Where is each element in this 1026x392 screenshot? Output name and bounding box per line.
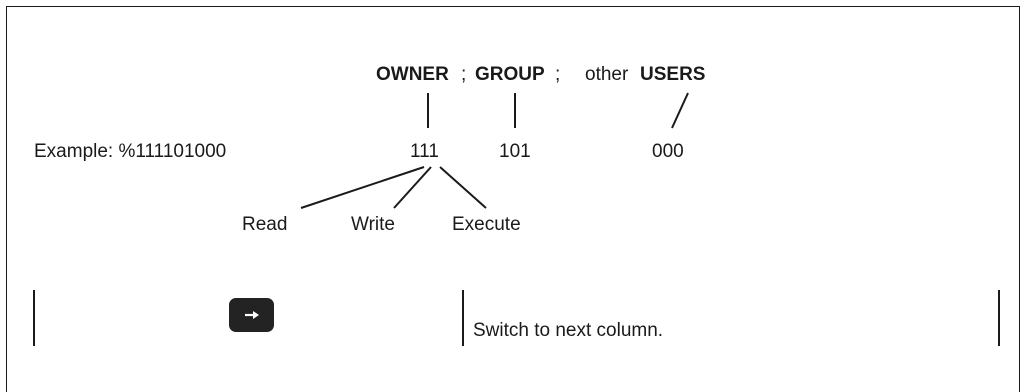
- row-left-border: [33, 290, 35, 346]
- write-label: Write: [351, 214, 395, 235]
- group-label: GROUP: [475, 64, 545, 85]
- other-prefix: other: [585, 64, 629, 85]
- group-bits: 101: [499, 141, 531, 162]
- read-label: Read: [242, 214, 288, 235]
- permission-heading: OWNER ; GROUP ; other USERS: [0, 64, 1026, 86]
- owner-label: OWNER: [376, 64, 449, 85]
- execute-label: Execute: [452, 214, 521, 235]
- row-description: Switch to next column.: [473, 320, 664, 341]
- users-connector: [671, 92, 689, 129]
- diagram-frame: [6, 6, 1020, 392]
- row-middle-border: [462, 290, 464, 346]
- arrow-glyph: [244, 311, 259, 319]
- owner-bits: 111: [410, 141, 439, 162]
- owner-separator: ;: [461, 64, 467, 85]
- read-connector: [300, 166, 425, 209]
- users-label: USERS: [640, 64, 706, 85]
- execute-connector: [439, 166, 487, 209]
- example-label: Example: %111101000: [34, 141, 227, 162]
- right-arrow-key-icon: [229, 298, 274, 332]
- group-separator: ;: [555, 64, 561, 85]
- other-bits: 000: [652, 141, 684, 162]
- write-connector: [393, 166, 432, 209]
- row-right-border: [998, 290, 1000, 346]
